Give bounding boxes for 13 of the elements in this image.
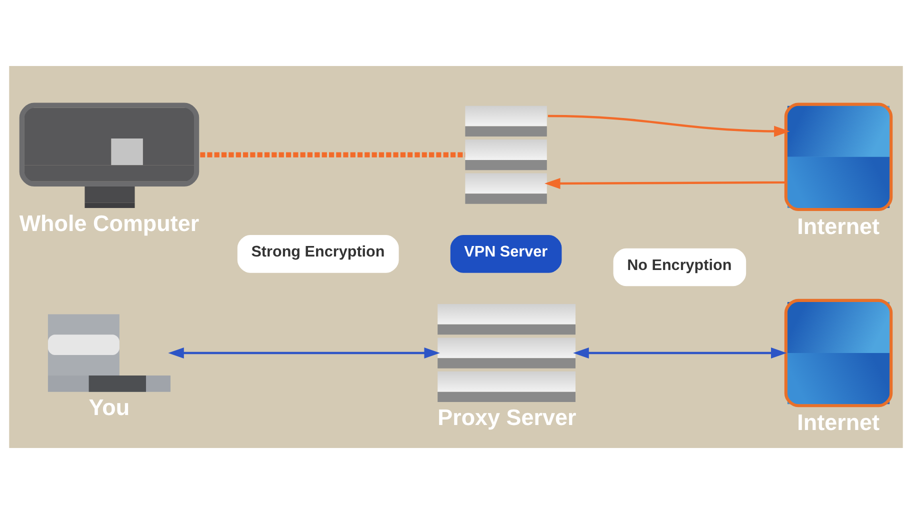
arrow xyxy=(548,114,790,136)
node-label: You xyxy=(88,394,130,420)
node-box: Strong Encryption xyxy=(237,234,399,272)
arrow xyxy=(168,347,440,358)
node-label: Internet xyxy=(797,214,880,239)
node-box: No Encryption xyxy=(613,248,746,286)
arrow xyxy=(573,347,787,358)
node-label: Proxy Server xyxy=(438,404,576,430)
node-box: VPN Server xyxy=(450,234,562,272)
node-label: Whole Computer xyxy=(19,210,200,236)
arrow xyxy=(544,177,786,188)
connector xyxy=(200,152,466,157)
node-label: Internet xyxy=(797,410,880,435)
